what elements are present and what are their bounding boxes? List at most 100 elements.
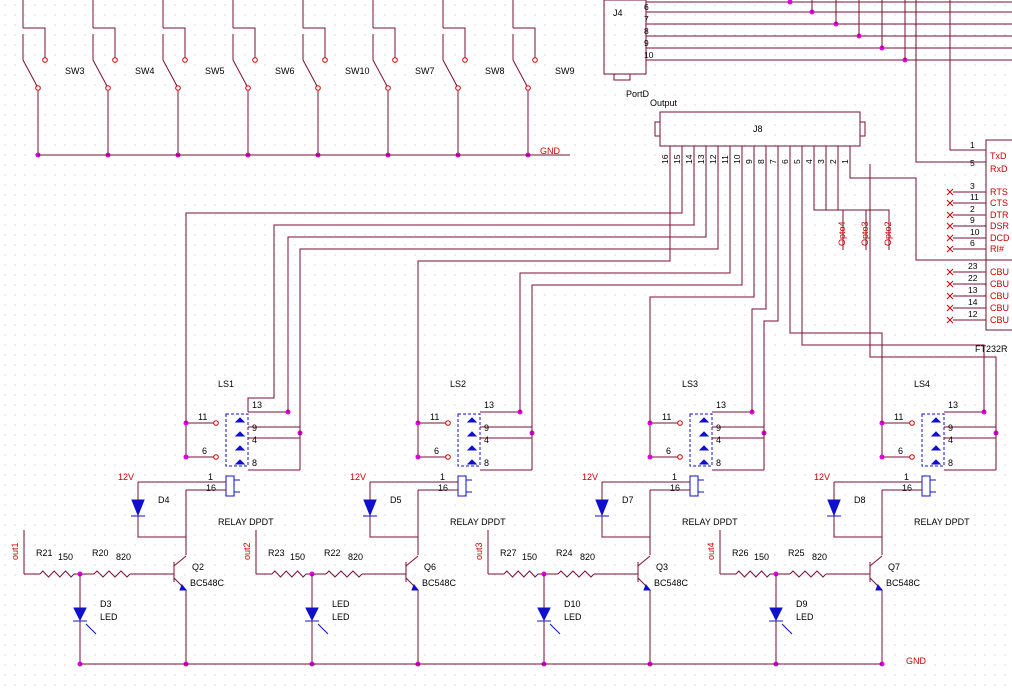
j8-route-wire	[247, 164, 695, 412]
relay-ref-label: LS2	[450, 379, 466, 389]
switch-lever	[512, 59, 528, 87]
relay-pin-number: 1	[672, 472, 677, 482]
relay-contact	[445, 420, 451, 426]
switch-top-wire	[163, 27, 186, 58]
input-net-label: out1	[10, 542, 20, 560]
resistor-value-label: 150	[58, 552, 73, 562]
switch-label: SW8	[485, 66, 505, 76]
no-connect-mark	[946, 199, 954, 207]
opto-wire	[837, 164, 890, 250]
flyback-diode-icon	[131, 499, 145, 517]
j8-name-label: Output	[650, 98, 678, 108]
relay-coil	[921, 475, 931, 497]
relay-pin-number: 16	[670, 483, 680, 493]
switch-contact	[35, 85, 41, 91]
ft232-pin-number: 11	[970, 192, 979, 202]
ft232-pin-name: TxD	[990, 151, 1007, 161]
resistor-value-label: 820	[348, 552, 363, 562]
j8-route-wire	[869, 164, 997, 433]
switch-label: SW3	[65, 66, 85, 76]
switch-contact	[532, 57, 538, 63]
relay-arrow	[698, 445, 710, 451]
led-icon	[769, 607, 783, 622]
resistor-value-label: 820	[812, 552, 827, 562]
relay-pin-number: 8	[716, 458, 721, 468]
led-ref-label: LED	[332, 599, 350, 609]
relay-pin-number: 4	[948, 435, 953, 445]
diode-ref-label: D5	[390, 495, 402, 505]
transistor-ref-label: Q2	[192, 562, 204, 572]
relay-pin-number: 13	[252, 400, 262, 410]
led-light-icon	[317, 623, 329, 635]
input-resistor	[39, 570, 75, 578]
opto-net-label: Opto4	[837, 221, 847, 246]
switch-lever	[92, 59, 108, 87]
j8-route-wire	[751, 164, 767, 412]
transistor-emitter-arrow	[179, 584, 188, 591]
resistor-ref-label: R22	[324, 548, 341, 558]
j4-pin-number: 8	[644, 26, 649, 36]
ft232-pin-name: DTR	[990, 210, 1009, 220]
j8-route-wire	[649, 164, 755, 423]
relay-pin-number: 16	[206, 483, 216, 493]
ft232-pin-name: CBU	[990, 291, 1009, 301]
j8-key-right	[859, 121, 866, 137]
diode-cathode-wire	[601, 516, 650, 538]
transistor-emitter-arrow	[643, 584, 652, 591]
transistor-collector	[173, 555, 187, 567]
relay-coil	[225, 475, 235, 497]
switch-contact	[385, 85, 391, 91]
led-type-label: LED	[332, 612, 350, 622]
relay-pin-number: 6	[434, 446, 439, 456]
switch-top-wire	[93, 27, 116, 58]
base-resistor	[325, 570, 363, 578]
relay-arrow	[234, 459, 246, 465]
relay-coil	[457, 475, 467, 497]
relay-type-label: RELAY DPDT	[914, 517, 970, 527]
input-net-label: out2	[242, 542, 252, 560]
j8-pin-number: 2	[828, 159, 838, 164]
transistor-type-label: BC548C	[654, 578, 689, 588]
switch-label: SW9	[555, 66, 575, 76]
switch-contact	[455, 85, 461, 91]
switch-contact	[252, 57, 258, 63]
relay-contact	[677, 420, 683, 426]
ft232-tx-wire	[949, 0, 986, 151]
switch-contact	[105, 85, 111, 91]
switch-top-wire	[23, 27, 46, 58]
relay-pin-number: 1	[440, 472, 445, 482]
relay-pin-number: 9	[484, 423, 489, 433]
resistor-value-label: 150	[290, 552, 305, 562]
no-connect-mark	[946, 234, 954, 242]
relay-arrow	[466, 431, 478, 437]
base-resistor	[93, 570, 131, 578]
j8-pin-number: 16	[660, 154, 670, 164]
led-ref-label: D10	[564, 599, 581, 609]
switch-lever	[162, 59, 178, 87]
j8-route-wire	[287, 164, 707, 412]
led-type-label: LED	[796, 612, 814, 622]
transistor-collector	[405, 555, 419, 567]
resistor-ref-label: R24	[556, 548, 573, 558]
ft232-pin-number: 9	[970, 215, 975, 225]
base-resistor	[789, 570, 827, 578]
j8-pin-number: 10	[732, 154, 742, 164]
switch-label: SW5	[205, 66, 225, 76]
j8-route-wire	[185, 164, 683, 423]
no-connect-mark	[946, 268, 954, 276]
j8-pin-number: 13	[696, 154, 706, 164]
j8-pin-number: 14	[684, 154, 694, 164]
resistor-value-label: 820	[116, 552, 131, 562]
relay-pin-number: 11	[430, 412, 439, 422]
switch-lever	[22, 59, 38, 87]
relay-pin-number: 1	[904, 472, 909, 482]
ft232-pin-number: 2	[970, 204, 975, 214]
switch-top-wire	[233, 27, 256, 58]
switch-lever	[372, 59, 388, 87]
led-ref-label: D3	[100, 599, 112, 609]
relay-contact-box	[225, 413, 249, 467]
relay-coil	[689, 475, 699, 497]
relay-junction-dot	[879, 454, 885, 460]
relay-pin-number: 6	[898, 446, 903, 456]
j8-pin1-wire	[849, 164, 1012, 261]
